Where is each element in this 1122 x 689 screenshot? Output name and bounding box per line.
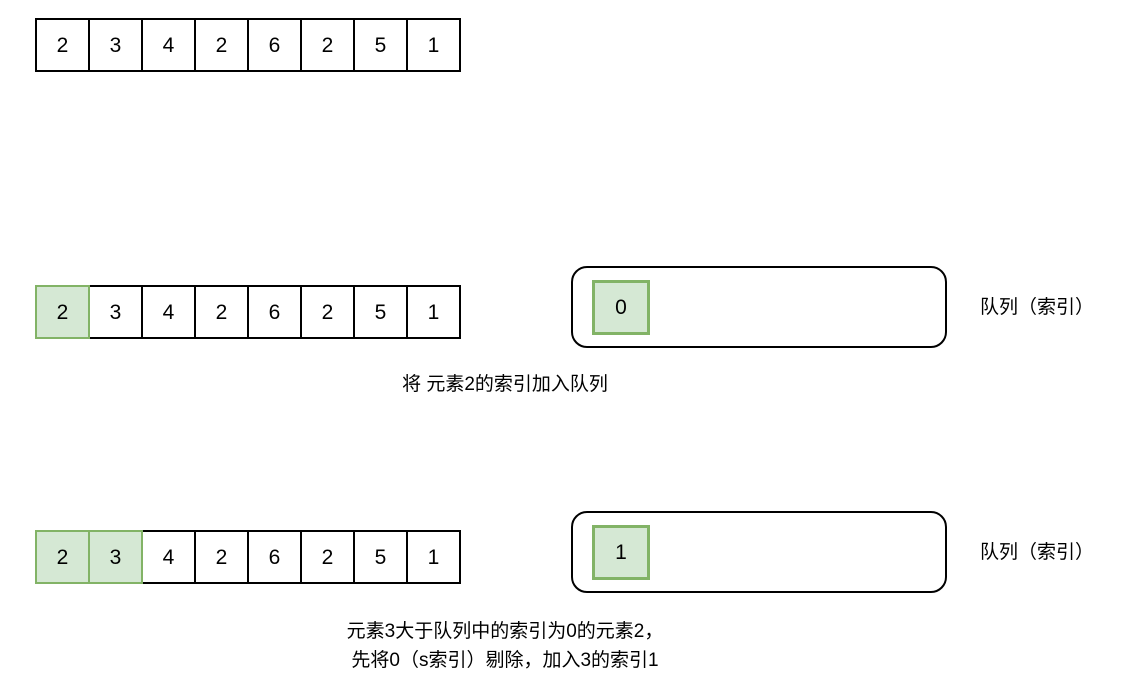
queue-label-step-2: 队列（索引） [980, 542, 1095, 563]
array-cell: 2 [35, 530, 90, 584]
array-cell: 2 [300, 18, 355, 72]
queue-item: 0 [592, 280, 650, 335]
array-cell: 1 [406, 18, 461, 72]
array-cell: 2 [194, 18, 249, 72]
array-cell: 1 [406, 530, 461, 584]
array-cell: 3 [88, 530, 143, 584]
queue-label-step-1: 队列（索引） [980, 297, 1095, 318]
array-cell: 6 [247, 530, 302, 584]
array-cell: 3 [88, 285, 143, 339]
queue-box-step-2: 1 [571, 511, 947, 593]
array-cell: 6 [247, 18, 302, 72]
array-cell: 4 [141, 285, 196, 339]
queue-item: 1 [592, 525, 650, 580]
array-cell: 2 [300, 530, 355, 584]
array-cell: 5 [353, 18, 408, 72]
array-cell: 5 [353, 285, 408, 339]
array-cell: 3 [88, 18, 143, 72]
array-cell: 4 [141, 530, 196, 584]
array-cell: 6 [247, 285, 302, 339]
array-cell: 2 [300, 285, 355, 339]
caption-step-2: 元素3大于队列中的索引为0的元素2， 先将0（s索引）剔除，加入3的索引1 [346, 621, 664, 671]
array-cell: 4 [141, 18, 196, 72]
array-cell: 2 [194, 285, 249, 339]
array-cell: 1 [406, 285, 461, 339]
array-cell: 2 [35, 18, 90, 72]
queue-box-step-1: 0 [571, 266, 947, 348]
array-cell: 5 [353, 530, 408, 584]
array-cell: 2 [194, 530, 249, 584]
caption-step-1: 将 元素2的索引加入队列 [402, 374, 608, 395]
array-cell: 2 [35, 285, 90, 339]
